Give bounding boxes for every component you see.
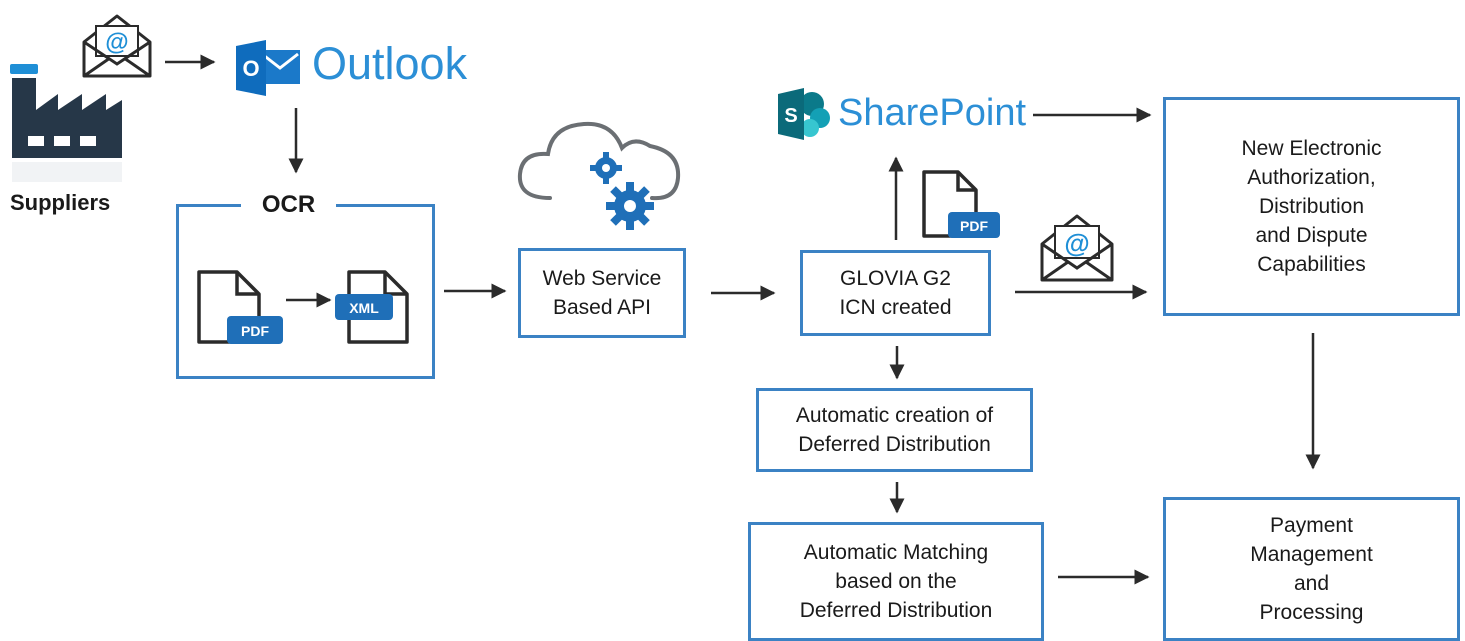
svg-text:XML: XML [349, 300, 379, 316]
automatic-matching-box: Automatic Matching based on the Deferred… [748, 522, 1044, 641]
xml-document-icon: XML [335, 270, 409, 344]
new-electronic-capabilities-box: New Electronic Authorization, Distributi… [1163, 97, 1460, 316]
factory-icon [10, 64, 122, 182]
svg-text:O: O [242, 56, 259, 81]
suppliers-label: Suppliers [10, 190, 111, 215]
svg-text:PDF: PDF [241, 323, 269, 339]
payment-management-box: Payment Management and Processing [1163, 497, 1460, 641]
svg-text:PDF: PDF [960, 218, 988, 234]
glovia-pdf-icon: PDF [922, 170, 1000, 238]
web-service-api-box: Web Service Based API [518, 248, 686, 338]
sharepoint-wordmark: SharePoint [838, 92, 1027, 134]
email-icon: @ [82, 14, 152, 78]
svg-text:@: @ [1064, 228, 1089, 258]
ocr-title: OCR [241, 190, 336, 220]
pdf-document-icon: PDF [197, 270, 283, 344]
svg-text:S: S [784, 105, 797, 127]
sharepoint-logo-icon: S [778, 88, 830, 140]
deferred-distribution-box: Automatic creation of Deferred Distribut… [756, 388, 1033, 472]
glovia-g2-box: GLOVIA G2 ICN created [800, 250, 991, 336]
outlook-wordmark: Outlook [312, 38, 468, 89]
svg-text:@: @ [105, 29, 128, 56]
outlook-logo-icon: O [236, 40, 300, 96]
cloud-gears-icon [517, 121, 681, 230]
email-notification-icon: @ [1040, 214, 1114, 282]
